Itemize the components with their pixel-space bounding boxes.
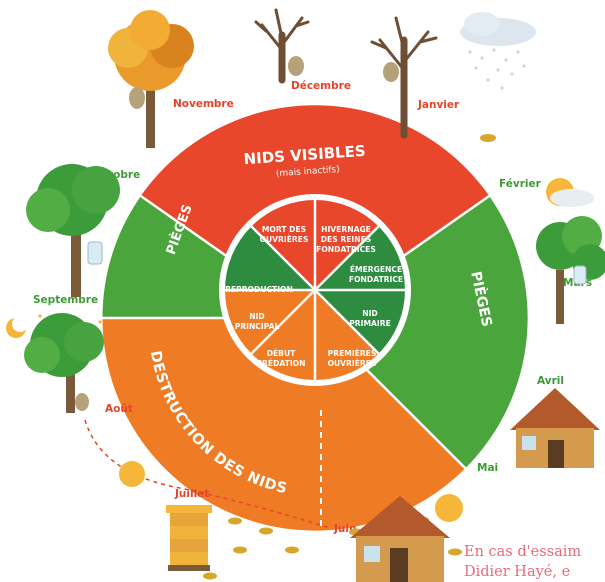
tree-aout-icon [24,313,104,413]
month-fevrier: Février [499,178,542,190]
moon-icon [6,314,102,338]
label-nid-principal-2: PRINCIPAL [235,322,280,331]
label-premieres-2: OUVRIÈRES [328,359,377,368]
spring-tree-mars-icon [536,216,605,324]
cropped-caption: En cas d'essaim Didier Hayé, e [464,542,605,582]
sector-mort [251,200,315,290]
sector-emergence [315,226,405,290]
shed-juin-icon [350,496,450,582]
label-nid-principal-1: NID [249,312,264,321]
sun-juillet-icon [119,461,145,487]
autumn-tree-icon [108,10,194,148]
sun-mai-icon [435,494,463,522]
segment-destruction-des-nids [102,318,466,531]
month-mai: Mai [477,462,498,474]
inner-labels: MORT DES OUVRIÈRES HIVERNAGE DES REINES … [225,225,403,368]
label-hivernage-1: HIVERNAGE [321,225,371,234]
label-nid-primaire-2: PRIMAIRE [349,319,391,328]
sector-debut [251,290,315,380]
label-premieres-1: PREMIÈRES [328,349,377,358]
beehive-icon [166,505,212,571]
shed-avril-icon [510,388,600,468]
label-debut-1: DÉBUT [267,349,296,358]
sector-nid-principal [225,290,315,354]
label-emergence-1: ÉMERGENCE [350,265,402,274]
bare-tree-january-icon [370,16,438,139]
caption-line-2: Didier Hayé, e [464,564,571,580]
sun-icon [546,178,594,207]
flight-path [84,419,331,529]
label-hivernage-3: FONDATRICES [316,245,376,254]
month-aout: Août [105,403,133,415]
month-labels: Novembre Décembre Janvier Février Mars A… [33,80,592,535]
sector-hivernage [315,200,379,290]
month-janvier: Janvier [417,99,460,111]
label-debut-2: PRÉDATION [256,359,305,368]
inner-circle [225,200,405,380]
month-decembre: Décembre [291,80,351,92]
trap-tree-octobre-icon [26,164,120,297]
sector-reproduction [225,226,315,290]
bare-tree-december-icon [254,8,310,84]
label-mort-2: OUVRIÈRES [260,235,309,244]
month-avril: Avril [537,375,564,387]
label-reproduction: REPRODUCTION [225,285,293,294]
label-mort-1: MORT DES [262,225,306,234]
caption-line-1: En cas d'essaim [464,544,582,560]
segment-pieges-right [315,196,528,469]
month-septembre: Septembre [33,294,98,306]
label-nid-primaire-1: NID [362,309,377,318]
label-emergence-2: FONDATRICE [349,275,403,284]
sector-premieres [315,290,379,380]
month-juillet: Juillet [174,488,209,500]
month-novembre: Novembre [173,98,234,110]
label-mais-inactifs: (mais inactifs) [276,165,340,179]
snow-cloud-icon [460,12,536,90]
label-hivernage-2: DES REINES [321,235,371,244]
sector-nid-primaire [315,290,405,354]
